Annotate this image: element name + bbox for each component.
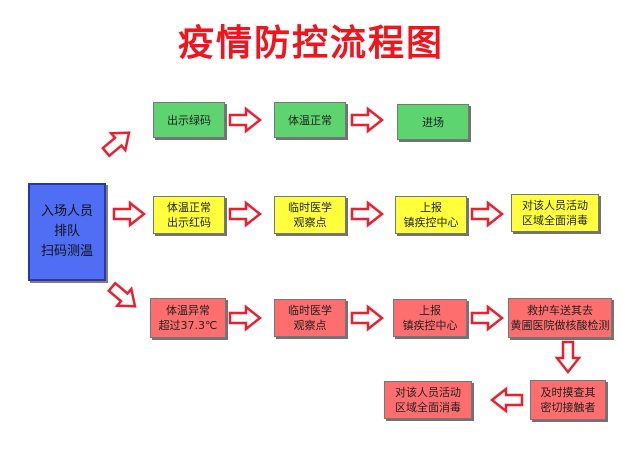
red-step-4: 救护车送其去 黄圃医院做核酸检测: [508, 298, 612, 338]
red-step-6-label: 对该人员活动 区域全面消毒: [395, 386, 461, 414]
yellow-step-1-label: 体温正常 出示红码: [167, 201, 211, 229]
arrow-red-left: [490, 387, 524, 413]
start-box: 入场人员 排队 扫码测温: [28, 183, 106, 281]
green-step-1-label: 出示绿码: [167, 113, 211, 127]
arrow-start-to-yellow: [112, 201, 146, 227]
red-step-2-label: 临时医学 观察点: [288, 304, 332, 332]
start-label: 入场人员 排队 扫码测温: [40, 204, 93, 259]
arrow-green-2: [350, 107, 384, 133]
green-step-1: 出示绿码: [153, 102, 225, 138]
arrow-red-down: [555, 340, 581, 374]
green-step-3-label: 进场: [422, 115, 444, 129]
red-step-1-label: 体温异常 超过37.3℃: [158, 304, 218, 332]
red-step-5-label: 及时摸查其 密切接触者: [540, 386, 596, 414]
arrow-start-to-green: [97, 123, 138, 162]
yellow-step-1: 体温正常 出示红码: [153, 196, 225, 234]
yellow-step-2: 临时医学 观察点: [274, 196, 346, 234]
green-step-3: 进场: [397, 104, 469, 140]
red-step-4-label: 救护车送其去 黄圃医院做核酸检测: [510, 304, 610, 332]
red-step-2: 临时医学 观察点: [274, 299, 346, 337]
arrow-red-2: [350, 305, 384, 331]
yellow-step-3-label: 上报 镇疾控中心: [403, 201, 459, 229]
arrow-yellow-2: [350, 201, 384, 227]
arrow-start-to-red: [103, 277, 144, 316]
red-step-6: 对该人员活动 区域全面消毒: [384, 381, 472, 419]
red-step-5: 及时摸查其 密切接触者: [530, 380, 606, 420]
arrow-red-1: [228, 305, 262, 331]
yellow-step-4-label: 对该人员活动 区域全面消毒: [522, 199, 588, 227]
green-step-2-label: 体温正常: [288, 113, 332, 127]
arrow-red-3: [470, 305, 504, 331]
red-step-3-label: 上报 镇疾控中心: [402, 304, 458, 332]
arrow-yellow-1: [228, 201, 262, 227]
yellow-step-4: 对该人员活动 区域全面消毒: [511, 194, 599, 232]
arrow-green-1: [228, 107, 262, 133]
page-title: 疫情防控流程图: [177, 23, 444, 64]
red-step-3: 上报 镇疾控中心: [393, 299, 467, 337]
arrow-yellow-3: [470, 201, 504, 227]
red-step-1: 体温异常 超过37.3℃: [150, 298, 226, 338]
yellow-step-3: 上报 镇疾控中心: [395, 196, 467, 234]
yellow-step-2-label: 临时医学 观察点: [288, 201, 332, 229]
green-step-2: 体温正常: [274, 102, 346, 138]
